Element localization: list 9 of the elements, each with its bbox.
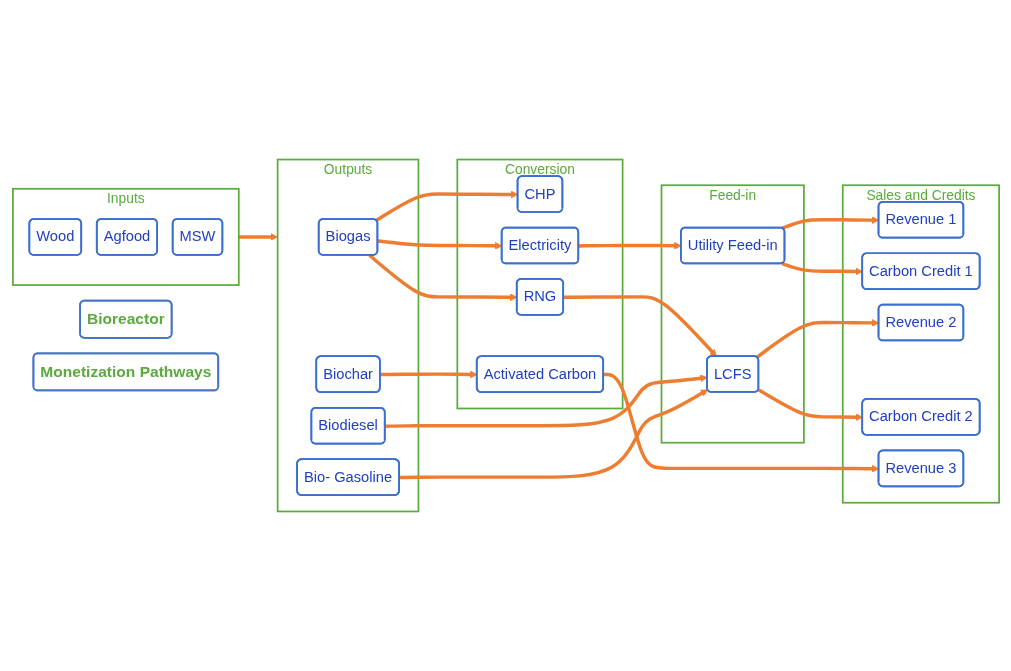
arrow [398, 389, 708, 480]
arrow [377, 239, 502, 250]
arrow [238, 233, 278, 241]
arrow [755, 319, 879, 359]
arrow [603, 372, 879, 473]
arrow [367, 253, 517, 302]
arrow [563, 295, 717, 357]
arrow [780, 216, 879, 230]
arrow [374, 190, 518, 222]
